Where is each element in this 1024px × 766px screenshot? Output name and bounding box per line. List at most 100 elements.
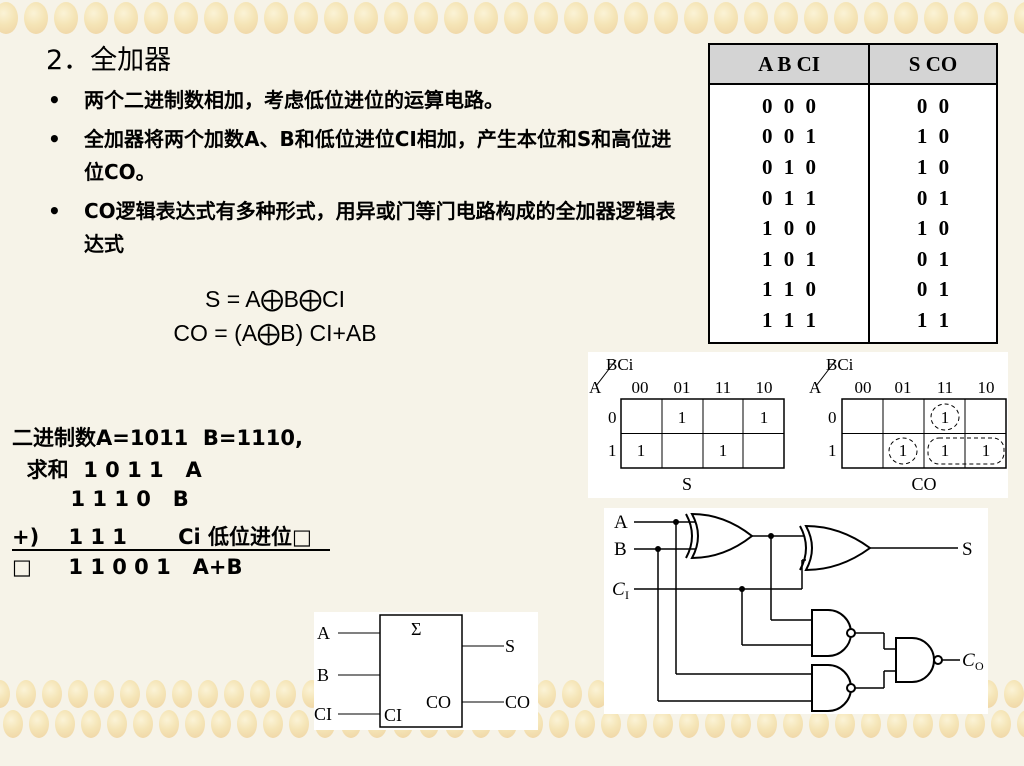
decorative-bead [679, 710, 699, 738]
decorative-bead [744, 2, 768, 34]
kmap-co: BCi A 00 01 11 10 0 1 1 1 1 1 CO [809, 355, 1007, 494]
decorative-bead [864, 2, 888, 34]
symbol-sigma: Σ [411, 619, 421, 639]
decorative-bead [159, 710, 179, 738]
decorative-bead [237, 710, 257, 738]
symbol-inner-ci: CI [384, 705, 402, 725]
truth-table-outputs: 1 1 [868, 305, 998, 344]
bullet-item: • 两个二进制数相加，考虑低位进位的运算电路。 [48, 84, 688, 117]
decorative-bead [250, 680, 270, 708]
bullet-item: • 全加器将两个加数A、B和低位进位CI相加，产生本位和S和高位进位CO。 [48, 123, 688, 189]
decorative-bead [211, 710, 231, 738]
kmap-co-cell: 1 [899, 441, 908, 460]
decorative-bead [894, 2, 918, 34]
decorative-bead [549, 710, 569, 738]
kmap-s-cell: 1 [678, 408, 687, 427]
symbol-input-ci: CI [314, 704, 332, 724]
truth-table-inputs: 0 1 0 [708, 152, 870, 183]
decorative-bead [783, 710, 803, 738]
truth-table-inputs: 1 0 0 [708, 213, 870, 244]
decorative-bead [1017, 710, 1024, 738]
kmap-s: BCi A 00 01 11 10 0 1 1 1 1 1 S [589, 355, 785, 494]
kmap-s-cell: 1 [760, 408, 769, 427]
decorative-bead [562, 680, 582, 708]
circuit-input-b: B [614, 539, 627, 560]
kmap-co-group-circle [888, 437, 918, 465]
decorative-bead [984, 2, 1008, 34]
decorative-bead [55, 710, 75, 738]
circuit-output-co-sub: O [975, 659, 984, 673]
decorative-bead [654, 2, 678, 34]
calc-line-3: 1 1 1 0 B [12, 487, 189, 511]
kmap-co-group-circle [930, 403, 960, 431]
top-decoration-band [0, 0, 1024, 42]
decorative-bead [276, 680, 296, 708]
circuit-output-co: C [962, 650, 975, 671]
decorative-bead [324, 2, 348, 34]
kmap-panel: BCi A 00 01 11 10 0 1 1 1 1 1 S BCi [588, 352, 1008, 498]
truth-table-inputs: 0 0 1 [708, 121, 870, 153]
decorative-bead [804, 2, 828, 34]
decorative-bead [133, 710, 153, 738]
decorative-bead [24, 2, 48, 34]
kmap-s-col-label: 10 [756, 378, 773, 397]
decorative-bead [564, 2, 588, 34]
decorative-bead [954, 2, 978, 34]
kmap-s-row-label: 1 [608, 441, 617, 460]
calc-line-5: □ 1 1 0 0 1 A+B [12, 555, 243, 579]
decorative-bead [414, 2, 438, 34]
truth-table-outputs: 0 0 [868, 84, 998, 122]
kmap-co-cell: 1 [982, 441, 991, 460]
junction-dot [655, 546, 661, 552]
decorative-bead [504, 2, 528, 34]
kmap-co-group-oval [927, 437, 1005, 465]
circuit-input-ci-sub: I [625, 588, 629, 602]
decorative-bead [939, 710, 959, 738]
kmap-figure: BCi A 00 01 11 10 0 1 1 1 1 1 S BCi [589, 355, 1007, 494]
decorative-bead [1004, 680, 1024, 708]
decorative-bead [731, 710, 751, 738]
symbol-input-a: A [317, 623, 330, 643]
symbol-output-co: CO [505, 692, 530, 712]
decorative-bead [536, 680, 556, 708]
truth-table-outputs: 1 0 [868, 121, 998, 153]
decorative-bead [54, 2, 78, 34]
decorative-bead [705, 710, 725, 738]
truth-table-header-outputs: S CO [868, 43, 998, 85]
kmap-s-cell: 1 [719, 441, 728, 460]
decorative-bead [107, 710, 127, 738]
decorative-bead [653, 710, 673, 738]
kmap-s-corner-top: BCi [606, 355, 634, 374]
kmap-s-col-label: 11 [715, 378, 731, 397]
bullet-marker: • [48, 127, 61, 151]
decorative-bead [172, 680, 192, 708]
junction-dot [739, 586, 745, 592]
decorative-bead [714, 2, 738, 34]
symbol-box [379, 614, 463, 728]
truth-table-header-row: A B CI S CO [708, 43, 998, 85]
decorative-bead [757, 710, 777, 738]
truth-table-outputs: 0 1 [868, 274, 998, 306]
symbol-input-b: B [317, 665, 329, 685]
decorative-bead [198, 680, 218, 708]
bullet-list: • 两个二进制数相加，考虑低位进位的运算电路。 • 全加器将两个加数A、B和低位… [48, 84, 688, 267]
truth-table-outputs: 1 0 [868, 213, 998, 244]
bullet-text: 全加器将两个加数A、B和低位进位CI相加，产生本位和S和高位进位CO。 [84, 127, 672, 184]
calc-line-2: 求和 1 0 1 1 A [12, 458, 202, 482]
truth-table-outputs: 1 0 [868, 152, 998, 183]
truth-table-inputs: 1 1 1 [708, 305, 870, 344]
xor-gate-1 [685, 512, 754, 560]
decorative-bead [16, 680, 36, 708]
decorative-bead [627, 710, 647, 738]
truth-table-header-inputs: A B CI [708, 43, 870, 85]
symbol-panel: A B CI Σ CI CO S CO [314, 612, 538, 730]
kmap-s-col-label: 01 [674, 378, 691, 397]
decorative-bead [534, 2, 558, 34]
decorative-bead [474, 2, 498, 34]
decorative-bead [264, 2, 288, 34]
